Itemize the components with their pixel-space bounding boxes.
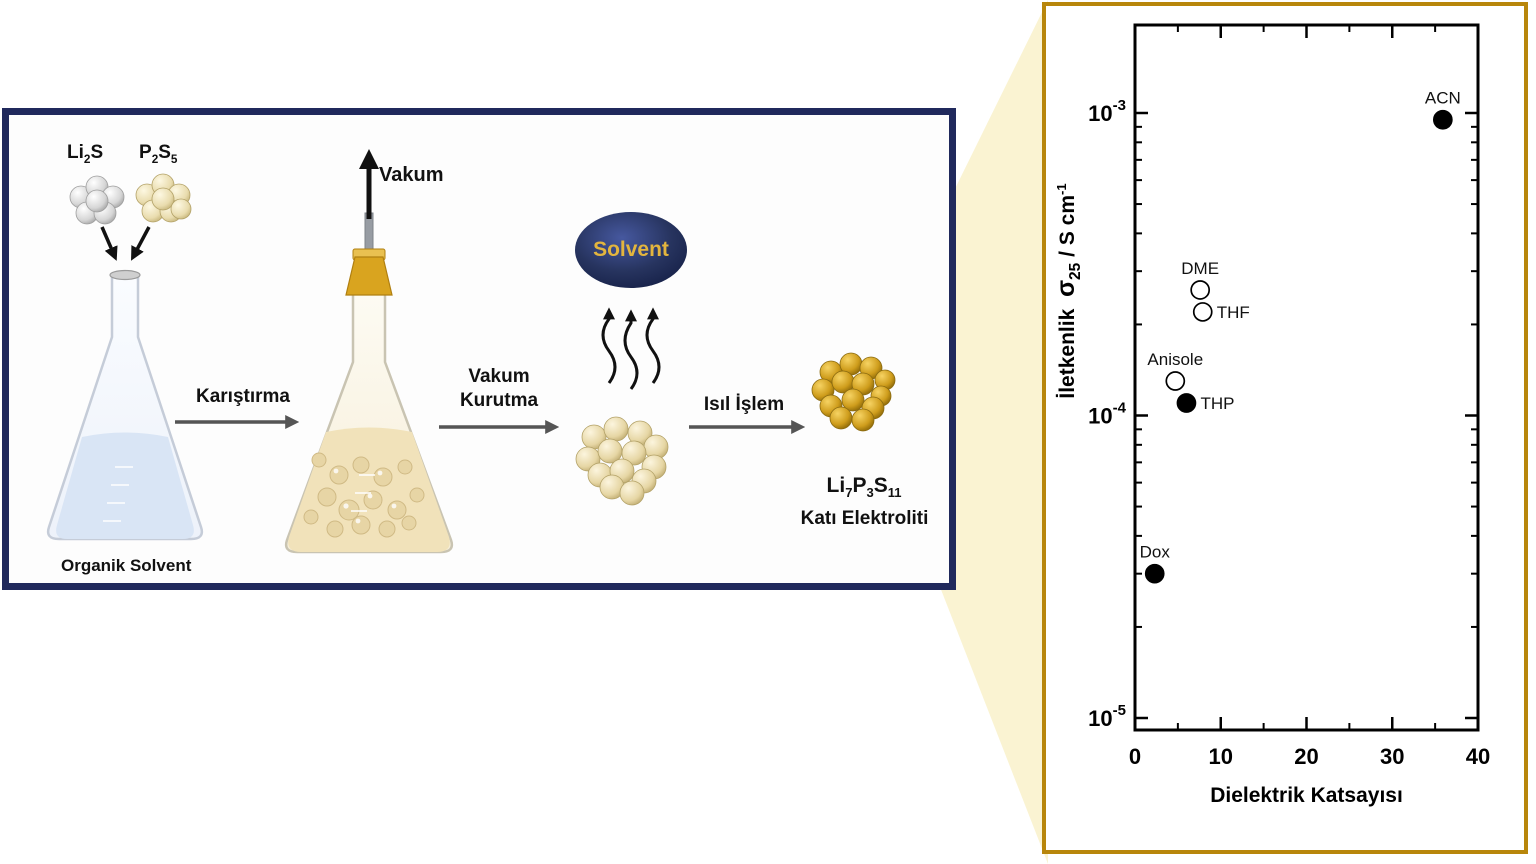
product-caption: Katı Elektroliti — [800, 508, 929, 529]
point-label: Dox — [1140, 543, 1171, 562]
product-cluster — [811, 352, 896, 432]
reagent-p2s5-label: P2S5 — [139, 142, 178, 166]
flask2-liquid — [288, 427, 450, 552]
evaporation-arrows — [601, 307, 661, 390]
reagent-li2s-label: Li2S — [67, 142, 104, 166]
process-box: Li2S P2S5 Organik Solvent Karıştırma Vak… — [2, 108, 956, 590]
x-tick-label: 40 — [1466, 744, 1490, 769]
x-axis-title: Dielektrik Katsayısı — [1210, 784, 1403, 807]
y-tick-label: 10-5 — [1088, 702, 1126, 731]
solvent-bubble — [575, 212, 687, 288]
chart-point-dox: Dox — [1140, 543, 1171, 584]
x-tick-label: 20 — [1294, 744, 1318, 769]
scatter-plot: 0 10 20 30 40 10-3 10-4 10-5 ACN DME THF AnisoleTHP… — [1088, 23, 1490, 769]
step1-label: Karıştırma — [196, 386, 290, 407]
x-tick-label: 0 — [1129, 744, 1141, 769]
flask2-stopper — [345, 248, 393, 296]
powder-cluster — [575, 416, 669, 506]
y-tick-label: 10-3 — [1088, 97, 1126, 126]
flask-2 — [284, 248, 454, 554]
chart-point-dme: DME — [1181, 259, 1219, 300]
step2-label: Vakum Kurutma — [459, 366, 539, 411]
process-artwork — [46, 149, 896, 554]
point-label: THF — [1217, 303, 1250, 322]
point-label: DME — [1181, 259, 1219, 278]
y-axis-title: İletkenlik σ25 / S cm-1 — [1052, 183, 1084, 399]
product-formula: Li7P3S11 — [826, 474, 902, 501]
flask-1 — [46, 269, 204, 541]
solvent-bubble-label: Solvent — [593, 238, 669, 261]
point-label: ACN — [1425, 89, 1461, 108]
x-tick-label: 30 — [1380, 744, 1404, 769]
x-tick-label: 10 — [1209, 744, 1233, 769]
chart-point-anisole: Anisole — [1147, 350, 1203, 391]
reagent-li2s-spheres — [69, 175, 125, 225]
vacuum-label: Vakum — [379, 164, 444, 186]
y-tick-label: 10-4 — [1088, 400, 1126, 429]
reagent-arrows — [100, 226, 151, 261]
step3-label: Isıl İşlem — [703, 394, 785, 415]
flask1-rim — [109, 269, 141, 281]
plot-frame — [1133, 23, 1480, 732]
reagent-p2s5-spheres — [135, 173, 192, 223]
chart-point-thp: THP — [1176, 393, 1234, 413]
point-label: Anisole — [1147, 350, 1203, 369]
chart-point-thf: THF — [1192, 302, 1250, 322]
chart-point-acn: ACN — [1425, 89, 1461, 130]
point-label: THP — [1200, 394, 1234, 413]
flask1-caption: Organik Solvent — [61, 556, 192, 575]
